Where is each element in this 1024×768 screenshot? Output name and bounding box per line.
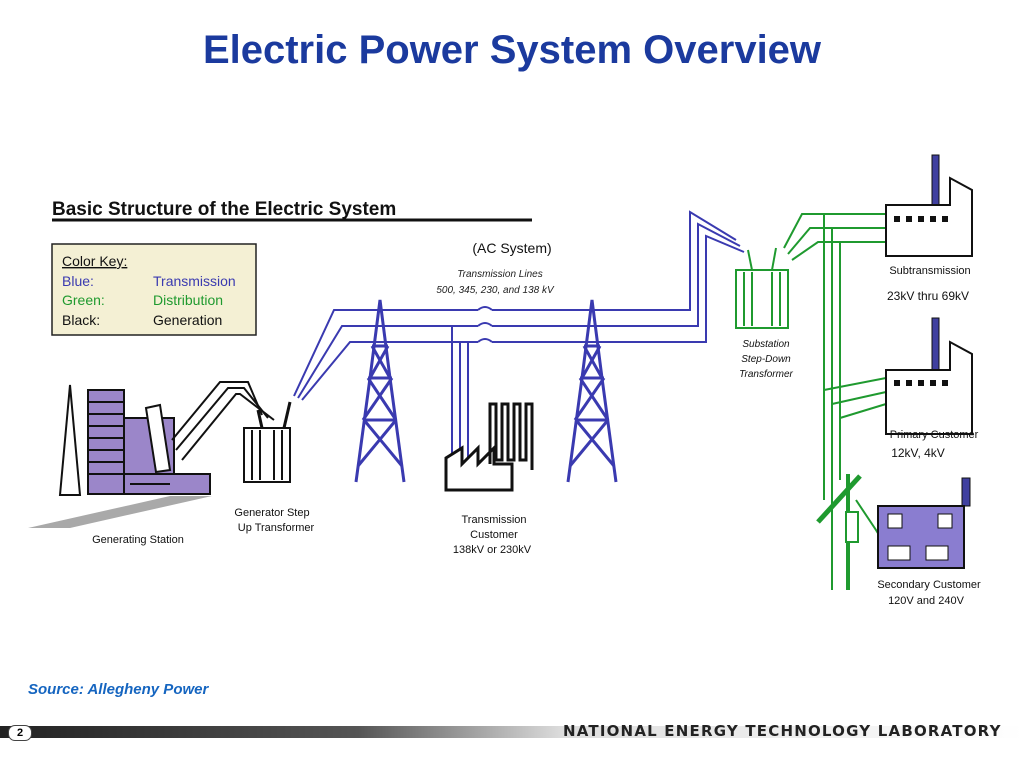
color-key-transmission: Transmission (153, 273, 236, 289)
step-up-label-1: Generator Step (234, 507, 309, 519)
footer-bar (0, 726, 1024, 738)
slide-title: Electric Power System Overview (202, 28, 822, 72)
primary-voltage-label: 12kV, 4kV (891, 446, 945, 460)
step-up-transformer-icon (243, 401, 292, 483)
generating-station-label: Generating Station (92, 534, 184, 546)
substation-label-1: Substation (742, 339, 790, 350)
diagram-heading: Basic Structure of the Electric System (52, 199, 396, 220)
transmission-tower-icon (354, 299, 406, 483)
generation-lines (171, 381, 275, 461)
primary-customer-factory-icon (885, 317, 973, 435)
transmission-customer-label-1: Transmission (462, 514, 527, 526)
electric-system-diagram: Basic Structure of the Electric System C… (28, 154, 981, 607)
substation-label-2: Step-Down (741, 354, 791, 365)
color-key-green: Green: (62, 292, 105, 308)
color-key-generation: Generation (153, 312, 222, 328)
secondary-voltage-label: 120V and 240V (888, 595, 965, 607)
organization-logo-text: NATIONAL ENERGY TECHNOLOGY LABORATORY (563, 722, 1002, 740)
subtransmission-factory-icon (885, 154, 973, 257)
color-key-title: Color Key: (62, 253, 127, 269)
secondary-customer-house-icon (877, 477, 971, 569)
transmission-voltages-label: 500, 345, 230, and 138 kV (436, 285, 555, 296)
step-up-label-2: Up Transformer (238, 522, 315, 534)
transmission-customer-icon (444, 402, 534, 492)
color-key-blue: Blue: (62, 273, 94, 289)
distribution-lines (783, 213, 887, 590)
substation-transformer-icon (735, 247, 789, 329)
page-number: 2 (8, 725, 32, 741)
transmission-customer-taps (451, 326, 469, 460)
ac-system-label: (AC System) (472, 240, 551, 256)
color-key-distribution: Distribution (153, 292, 223, 308)
color-key: Color Key: Blue: Transmission Green: Dis… (51, 243, 257, 336)
secondary-customer-label: Secondary Customer (877, 579, 981, 591)
color-key-black: Black: (62, 312, 100, 328)
transmission-lines-label: Transmission Lines (457, 269, 542, 280)
transmission-customer-label-2: Customer (470, 529, 518, 541)
substation-label-3: Transformer (739, 369, 793, 380)
source-citation: Source: Allegheny Power (28, 681, 209, 698)
transmission-tower-icon (566, 299, 618, 483)
transmission-customer-label-3: 138kV or 230kV (453, 544, 532, 556)
primary-customer-label: Primary Customer (890, 429, 979, 441)
generating-station-icon (28, 384, 212, 528)
subtransmission-label: Subtransmission (889, 265, 970, 277)
distribution-pole-icon (816, 474, 862, 590)
subtransmission-voltage-label: 23kV thru 69kV (887, 289, 969, 303)
